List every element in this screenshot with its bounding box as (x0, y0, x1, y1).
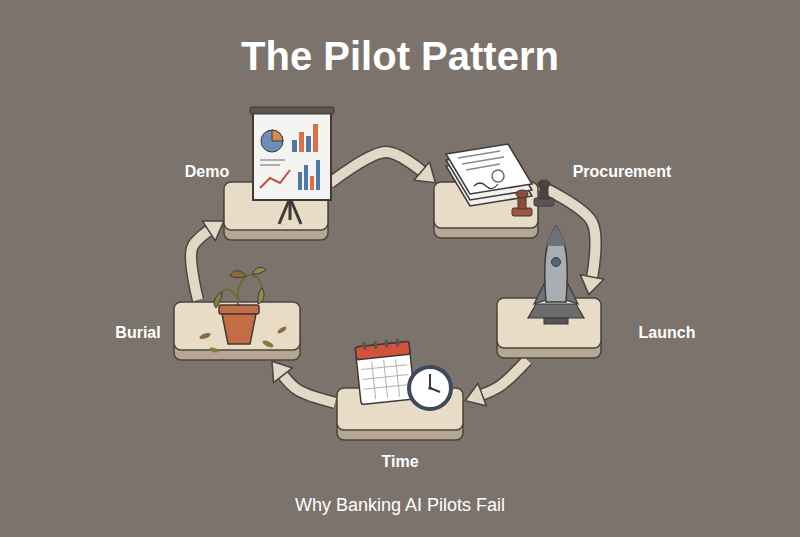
calendar-clock-part (361, 365, 407, 370)
platform-shape (222, 180, 330, 242)
calendar-clock-part (374, 341, 378, 349)
arrow-body (191, 231, 209, 300)
platform-top (174, 302, 300, 350)
cycle-arrow (283, 375, 335, 402)
cycle-arrow (191, 231, 209, 300)
calendar-clock-part (363, 342, 367, 350)
presentation-board-part (260, 159, 285, 161)
stage-platform: Launch (495, 296, 603, 360)
document-stack-part (492, 170, 504, 182)
document-stack-part (462, 157, 504, 164)
arrow-outline (330, 152, 422, 183)
wilted-plant-part (222, 289, 240, 300)
arrow-outline (191, 231, 209, 300)
arrow-outline (283, 375, 335, 402)
rocket-part (545, 226, 568, 302)
cycle-arrow (540, 186, 596, 277)
arrow-body (540, 186, 596, 277)
arrow-outline (540, 186, 596, 277)
arrow-outline (482, 360, 527, 395)
presentation-board-part (261, 130, 283, 152)
stage-label: Launch (639, 324, 696, 342)
rocket-part (552, 258, 561, 267)
cycle-arrow (482, 360, 527, 395)
stage-label: Burial (115, 324, 160, 342)
arrow-body (482, 360, 527, 395)
calendar-clock-part (385, 340, 389, 348)
calendar-clock-part (363, 375, 409, 380)
platform-shape (172, 300, 302, 362)
calendar-clock-part (363, 338, 400, 350)
wilted-plant-part (246, 275, 262, 288)
calendar-clock-part (395, 338, 399, 346)
platform-shape (495, 296, 603, 360)
presentation-board-part (260, 164, 280, 166)
stage-platform: Demo (222, 180, 330, 242)
presentation-board-part (313, 124, 318, 152)
document-stack-part (540, 186, 548, 199)
platform-top (434, 182, 538, 228)
calendar-clock-part (429, 374, 431, 388)
document-stack-part (466, 164, 500, 170)
platform-top (337, 388, 463, 430)
stage-platform: Procurement (432, 180, 540, 240)
cycle-arrow (330, 152, 422, 183)
presentation-board-part (272, 130, 283, 141)
document-stack-part (538, 180, 550, 188)
stage-platform: Time (335, 386, 465, 442)
diagram-title: The Pilot Pattern (0, 34, 800, 79)
presentation-board-part (299, 132, 304, 152)
platform-shape (335, 386, 465, 442)
diagram-caption: Why Banking AI Pilots Fail (0, 495, 800, 516)
wilted-plant-part (252, 267, 266, 274)
stage-label: Procurement (573, 163, 672, 181)
platform-shape (432, 180, 540, 240)
presentation-board-part (292, 140, 297, 152)
stage-label: Time (381, 453, 418, 471)
stage-label: Demo (185, 163, 229, 181)
rocket-part (547, 226, 565, 246)
presentation-board-part (250, 107, 334, 114)
document-stack-part (458, 151, 500, 158)
stage-platform: Burial (172, 300, 302, 362)
calendar-clock-part (355, 341, 410, 360)
presentation-board-part (306, 136, 311, 152)
platform-top (224, 182, 328, 230)
platform-top (497, 298, 601, 348)
arrow-body (330, 152, 422, 183)
wilted-plant-part (230, 271, 246, 278)
arrow-body (283, 375, 335, 402)
